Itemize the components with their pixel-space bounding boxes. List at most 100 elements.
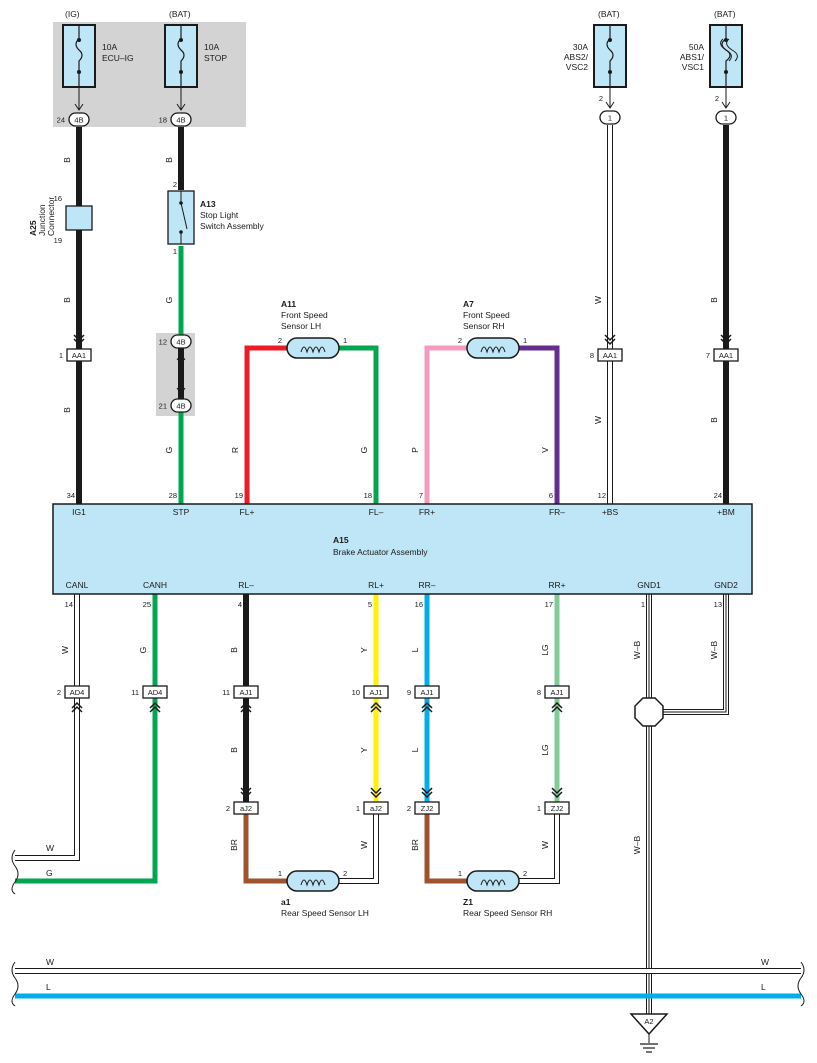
pin-number: 12 xyxy=(598,491,606,500)
wire-color-label: W–B xyxy=(632,835,642,854)
wire-color-label: R xyxy=(230,447,240,453)
connector-label: 4B xyxy=(176,338,185,347)
connector-label: AD4 xyxy=(148,688,163,697)
stop-light-switch-a13: 2 1 A13 Stop Light Switch Assembly xyxy=(167,180,265,256)
pin-number: 2 xyxy=(278,336,282,345)
connector-4b-inline: 4B 12 4B 21 xyxy=(159,334,192,413)
pin-number: 9 xyxy=(407,688,411,697)
terminal-label: GND1 xyxy=(637,580,661,590)
junction-connector-a25: 16 19 A25 Junction Connector xyxy=(28,194,93,245)
wire-rl-minus-brown xyxy=(243,808,287,884)
bus-label-w: W xyxy=(761,957,769,967)
wire-color-label-group: B xyxy=(164,157,174,163)
wire-color-label-group: R xyxy=(230,447,240,453)
component-code: Z1 xyxy=(463,897,473,907)
wire-color-label: W xyxy=(593,416,603,424)
wire-color-label-group: B xyxy=(709,417,719,423)
pin-number: 24 xyxy=(57,116,65,125)
fuse-rating: 10A xyxy=(102,42,117,52)
pin-number: 11 xyxy=(131,688,139,697)
front-speed-sensor-rh: 2 1 A7 Front Speed Sensor RH xyxy=(458,299,527,359)
pin-number: 2 xyxy=(57,688,61,697)
wire-color-label-group: B xyxy=(62,297,72,303)
wire-color-label-group: B xyxy=(229,647,239,653)
pin-number: 1 xyxy=(641,600,645,609)
pin-number: 1 xyxy=(458,869,462,878)
wire-color-label-group: W–B xyxy=(632,835,642,854)
wire-color-label-group: W xyxy=(60,646,70,654)
component-code: A11 xyxy=(281,299,296,309)
wire-color-label: B xyxy=(62,407,72,413)
bus-label-w: W xyxy=(46,957,54,967)
connector-label: aJ2 xyxy=(370,804,382,813)
wire-color-label-group: W xyxy=(593,296,603,304)
terminal-label: RR– xyxy=(418,580,435,590)
fuse-supply-label: (IG) xyxy=(65,9,80,19)
component-name: Brake Actuator Assembly xyxy=(333,547,428,557)
wire-color-label: BR xyxy=(410,839,420,851)
pin-number: 11 xyxy=(222,688,230,697)
terminal-label: FR+ xyxy=(419,507,435,517)
wire-color-label: W xyxy=(60,646,70,654)
terminal-label: FL– xyxy=(369,507,384,517)
pin-number: 7 xyxy=(419,491,423,500)
wire-color-label: W xyxy=(540,841,550,849)
connector-label: aJ2 xyxy=(240,804,252,813)
component-code: A13 xyxy=(200,199,216,209)
wire-color-label-group: G xyxy=(359,447,369,454)
wire-color-label-group: G xyxy=(138,647,148,654)
wire-color-label: Y xyxy=(359,647,369,653)
pin-number: 28 xyxy=(169,491,177,500)
component-name: Sensor LH xyxy=(281,321,321,331)
wire-color-label-group: G xyxy=(164,447,174,454)
wire-color-label: B xyxy=(164,157,174,163)
pin-number: 17 xyxy=(545,600,553,609)
wire-layer xyxy=(15,125,801,1015)
pin-number: 24 xyxy=(714,491,722,500)
inline-connector: AA1 7 xyxy=(706,334,739,362)
wire-color-label: G xyxy=(359,447,369,454)
terminal-label: RL+ xyxy=(368,580,384,590)
connector-label: AA1 xyxy=(719,351,733,360)
fuse-rating: 30A xyxy=(573,42,588,52)
terminal-label: +BS xyxy=(602,507,619,517)
connector-label: AJ1 xyxy=(421,688,434,697)
rear-speed-sensor-lh: 1 2 a1 Rear Speed Sensor LH xyxy=(278,869,369,918)
connector-label: ZJ2 xyxy=(421,804,434,813)
wire-color-label-group: B xyxy=(62,157,72,163)
fuse-name: ECU–IG xyxy=(102,53,134,63)
pin-number: 7 xyxy=(706,351,710,360)
component-name: Stop Light xyxy=(200,210,239,220)
terminal-label: RR+ xyxy=(548,580,565,590)
terminal-label: STP xyxy=(173,507,190,517)
fuse-supply-label: (BAT) xyxy=(169,9,191,19)
pin-number: 2 xyxy=(599,94,603,103)
component-name: Front Speed xyxy=(463,310,510,320)
wire-canh xyxy=(15,593,158,884)
fuse-name: VSC1 xyxy=(682,62,704,72)
pin-number: 8 xyxy=(590,351,594,360)
pin-number: 1 xyxy=(523,336,527,345)
pin-number: 25 xyxy=(143,600,151,609)
splice-point xyxy=(634,697,664,727)
wire-color-label: B xyxy=(62,157,72,163)
fuse-ecu-ig: (IG) 10A ECU–IG xyxy=(62,9,134,88)
connector-label: ZJ2 xyxy=(551,804,564,813)
connector-label: AJ1 xyxy=(551,688,564,697)
pin-number: 34 xyxy=(67,491,75,500)
terminal-label: CANL xyxy=(66,580,89,590)
wire-color-label-group: BR xyxy=(410,839,420,851)
component-code: a1 xyxy=(281,897,291,907)
wire-color-label-group: W–B xyxy=(709,640,719,659)
pin-number: 1 xyxy=(173,247,177,256)
wire-color-label: V xyxy=(540,447,550,453)
component-name: Front Speed xyxy=(281,310,328,320)
fuse-rating: 50A xyxy=(689,42,704,52)
